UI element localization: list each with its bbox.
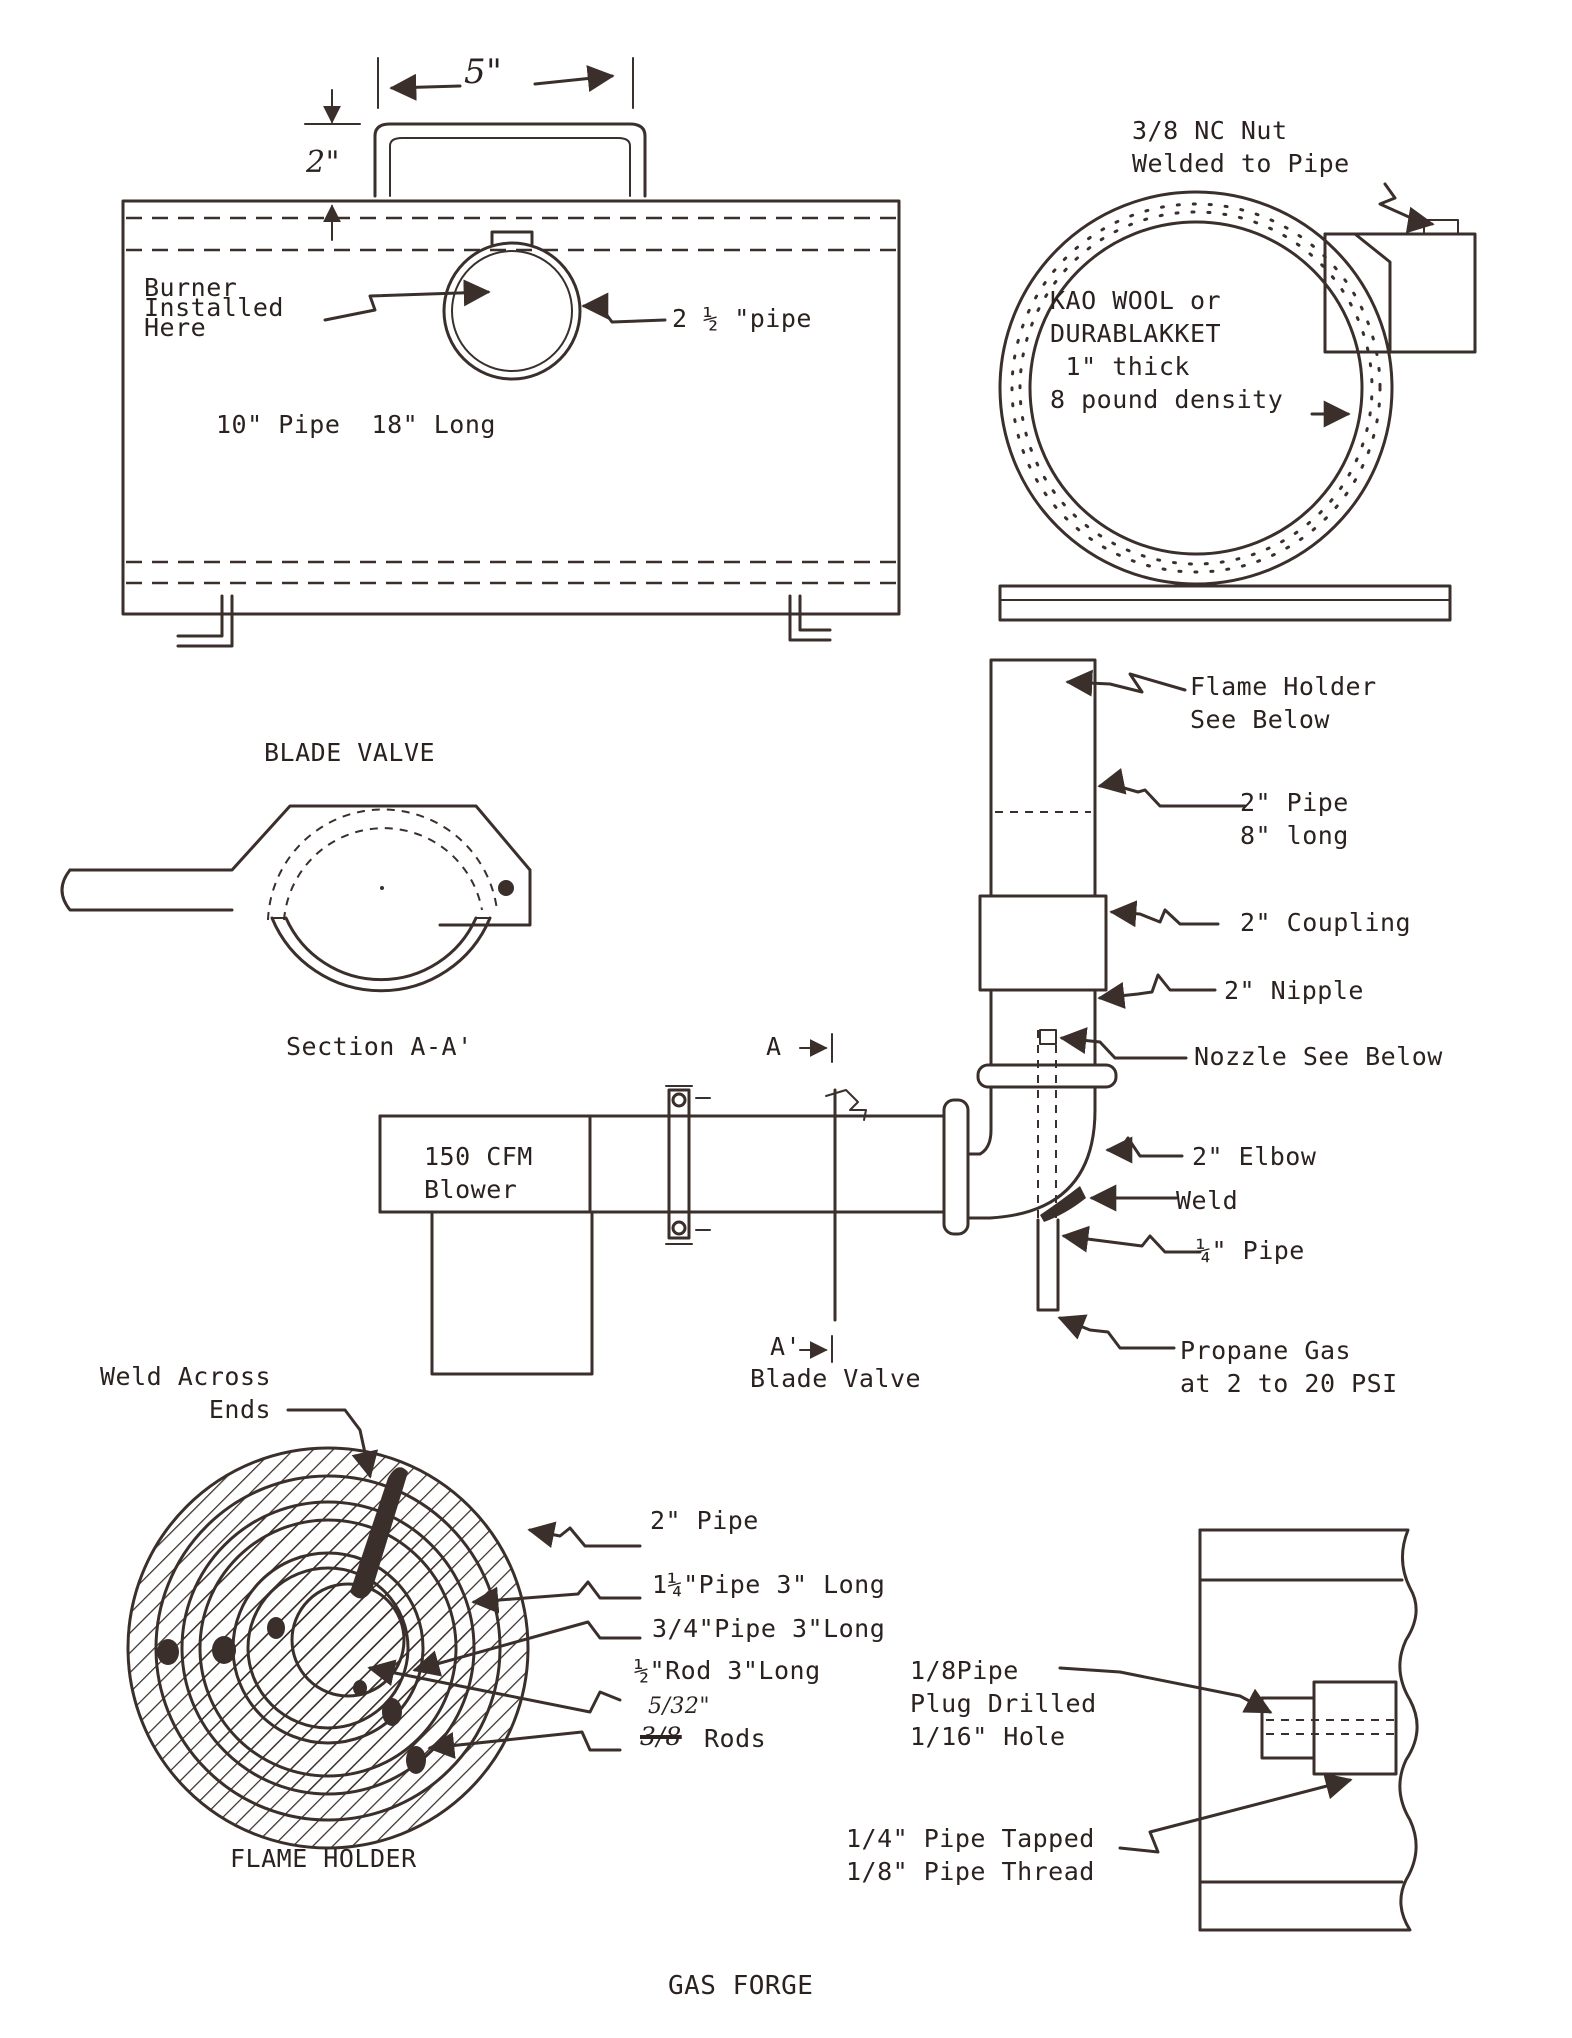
elbow-side-collar — [942, 1098, 970, 1236]
flame-holder-ref-label: Flame Holder See Below — [1190, 672, 1377, 734]
rod-dot — [406, 1746, 426, 1774]
blade-valve-label: Blade Valve — [750, 1364, 922, 1393]
insulation-inner-circle — [1028, 220, 1364, 556]
section-a-prime-marker: A' — [770, 1332, 802, 1361]
weld-label: Weld — [1176, 1186, 1239, 1215]
blade-valve-section — [60, 804, 532, 993]
pipe-2in-8in-label: 2" Pipe 8" long — [1240, 788, 1349, 850]
blade-valve-title: BLADE VALVE — [264, 738, 436, 767]
pipe-2-5-label: 2 ½ "pipe — [672, 304, 812, 333]
blower-label: 150 CFM Blower — [424, 1142, 533, 1204]
pivot-bolt-icon — [498, 880, 514, 896]
elbow-label: 2" Elbow — [1192, 1142, 1317, 1171]
insulation-label: KAO WOOL or DURABLAKKET 1" thick 8 pound… — [1050, 286, 1284, 414]
drawing-title: GAS FORGE — [668, 1971, 814, 2001]
nut-tab — [1323, 232, 1477, 354]
end-view-base — [998, 584, 1452, 622]
flame-holder-section — [126, 1408, 642, 1850]
weld-across-ends — [350, 1467, 408, 1599]
weld-across-ends-label: Weld Across Ends — [100, 1362, 272, 1424]
weld-bead — [1040, 1186, 1086, 1222]
burner-pipe-2in — [989, 658, 1097, 898]
forge-body-outline — [121, 199, 901, 616]
nozzle-ref-label: Nozzle See Below — [1194, 1042, 1443, 1071]
body-pipe-label: 10" Pipe 18" Long — [216, 410, 496, 439]
forge-body-side-view — [121, 57, 901, 648]
pipe-125-label: 1¼"Pipe 3" Long — [652, 1570, 886, 1599]
half-rod-label: ½"Rod 3"Long — [634, 1656, 821, 1685]
nipple-label: 2" Nipple — [1224, 976, 1364, 1005]
section-aa-label: Section A-A' — [286, 1032, 473, 1061]
flame-holder-title: FLAME HOLDER — [230, 1844, 417, 1873]
rod-dot — [157, 1639, 179, 1665]
nut-label: 3/8 NC Nut Welded to Pipe — [1132, 116, 1350, 178]
rods-crossed-size: 3/8 — [640, 1722, 682, 1751]
pipe-coupling — [978, 894, 1108, 992]
burner-port-circle — [442, 241, 582, 381]
burner-assembly — [378, 658, 1247, 1376]
pipe-075-label: 3/4"Pipe 3"Long — [652, 1614, 886, 1643]
outer-shell-circle — [998, 190, 1394, 586]
dim-height-label: 2" — [306, 145, 340, 180]
pipe-plug-label: 1/8Pipe Plug Drilled 1/16" Hole — [910, 1656, 1097, 1751]
rod-dot — [267, 1617, 285, 1639]
rods-label: Rods — [704, 1724, 767, 1753]
forge-end-view — [998, 182, 1477, 622]
rod-dot — [382, 1698, 402, 1726]
rod-dot — [353, 1680, 367, 1696]
flame-pipe-2in-label: 2" Pipe — [650, 1506, 759, 1535]
elbow-collar — [976, 1063, 1118, 1089]
dim-width-label: 5" — [464, 52, 503, 92]
pipe-plug-body — [1312, 1680, 1398, 1776]
pipe-plug-head — [1260, 1696, 1316, 1760]
coupling-label: 2" Coupling — [1240, 908, 1412, 937]
rods-size-note: 5/32" — [648, 1694, 711, 1719]
half-inch-rod — [290, 1582, 406, 1698]
burner-installed-label: Burner Installed Here — [144, 273, 284, 342]
pipe-flange — [667, 1088, 691, 1240]
blower-motor — [430, 1210, 594, 1376]
pipe-tapped-label: 1/4" Pipe Tapped 1/8" Pipe Thread — [846, 1824, 1095, 1886]
nozzle-detail — [1058, 1528, 1419, 1932]
section-a-marker: A — [766, 1032, 782, 1061]
quarter-pipe-label: ¼" Pipe — [1196, 1236, 1305, 1265]
rod-dot — [212, 1636, 236, 1664]
propane-label: Propane Gas at 2 to 20 PSI — [1180, 1336, 1398, 1398]
